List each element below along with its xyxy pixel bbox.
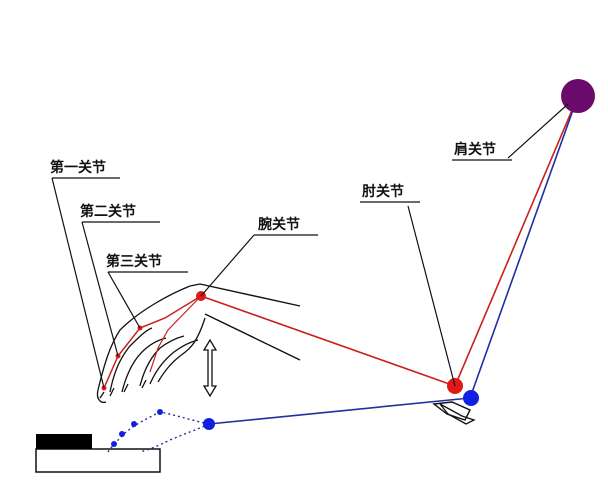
label-first-joint: 第一关节 [50, 159, 106, 176]
elbow-outline-lowered [432, 401, 471, 421]
lowered-hand-dotted [107, 411, 210, 453]
upper-arm-line-lowered [469, 95, 579, 399]
raised-hand-outline [96, 285, 206, 404]
forearm-line-raised [200, 295, 456, 387]
forearm-outline [189, 283, 301, 361]
wrist-joint-dot-lowered [203, 418, 215, 430]
white-key [35, 448, 161, 473]
piano-key-block [35, 434, 161, 473]
elbow-joint-dot-lowered [463, 390, 479, 406]
leader-elbow-joint [360, 201, 456, 387]
leader-wrist-joint [200, 234, 318, 297]
finger-joint-line-raised-2 [149, 295, 202, 373]
black-key [36, 434, 92, 449]
forearm-line-lowered [208, 397, 471, 425]
leader-shoulder-joint [452, 103, 569, 161]
lowered-hand-joints [111, 409, 163, 447]
leader-second-joint [81, 221, 160, 357]
label-elbow-joint: 肘关节 [362, 183, 404, 200]
label-leaders [51, 103, 569, 389]
label-third-joint: 第三关节 [106, 253, 162, 270]
label-wrist-joint: 腕关节 [258, 216, 300, 233]
shoulder-joint-dot [561, 79, 595, 113]
leader-third-joint [107, 271, 188, 329]
vertical-motion-arrow [202, 338, 218, 398]
upper-arm-line-raised [454, 95, 579, 387]
elbow-motion-arrow [439, 403, 476, 425]
finger-joint-line-raised [103, 295, 202, 389]
label-shoulder-joint: 肩关节 [454, 141, 496, 158]
leader-first-joint [51, 177, 120, 389]
label-second-joint: 第二关节 [80, 203, 136, 220]
